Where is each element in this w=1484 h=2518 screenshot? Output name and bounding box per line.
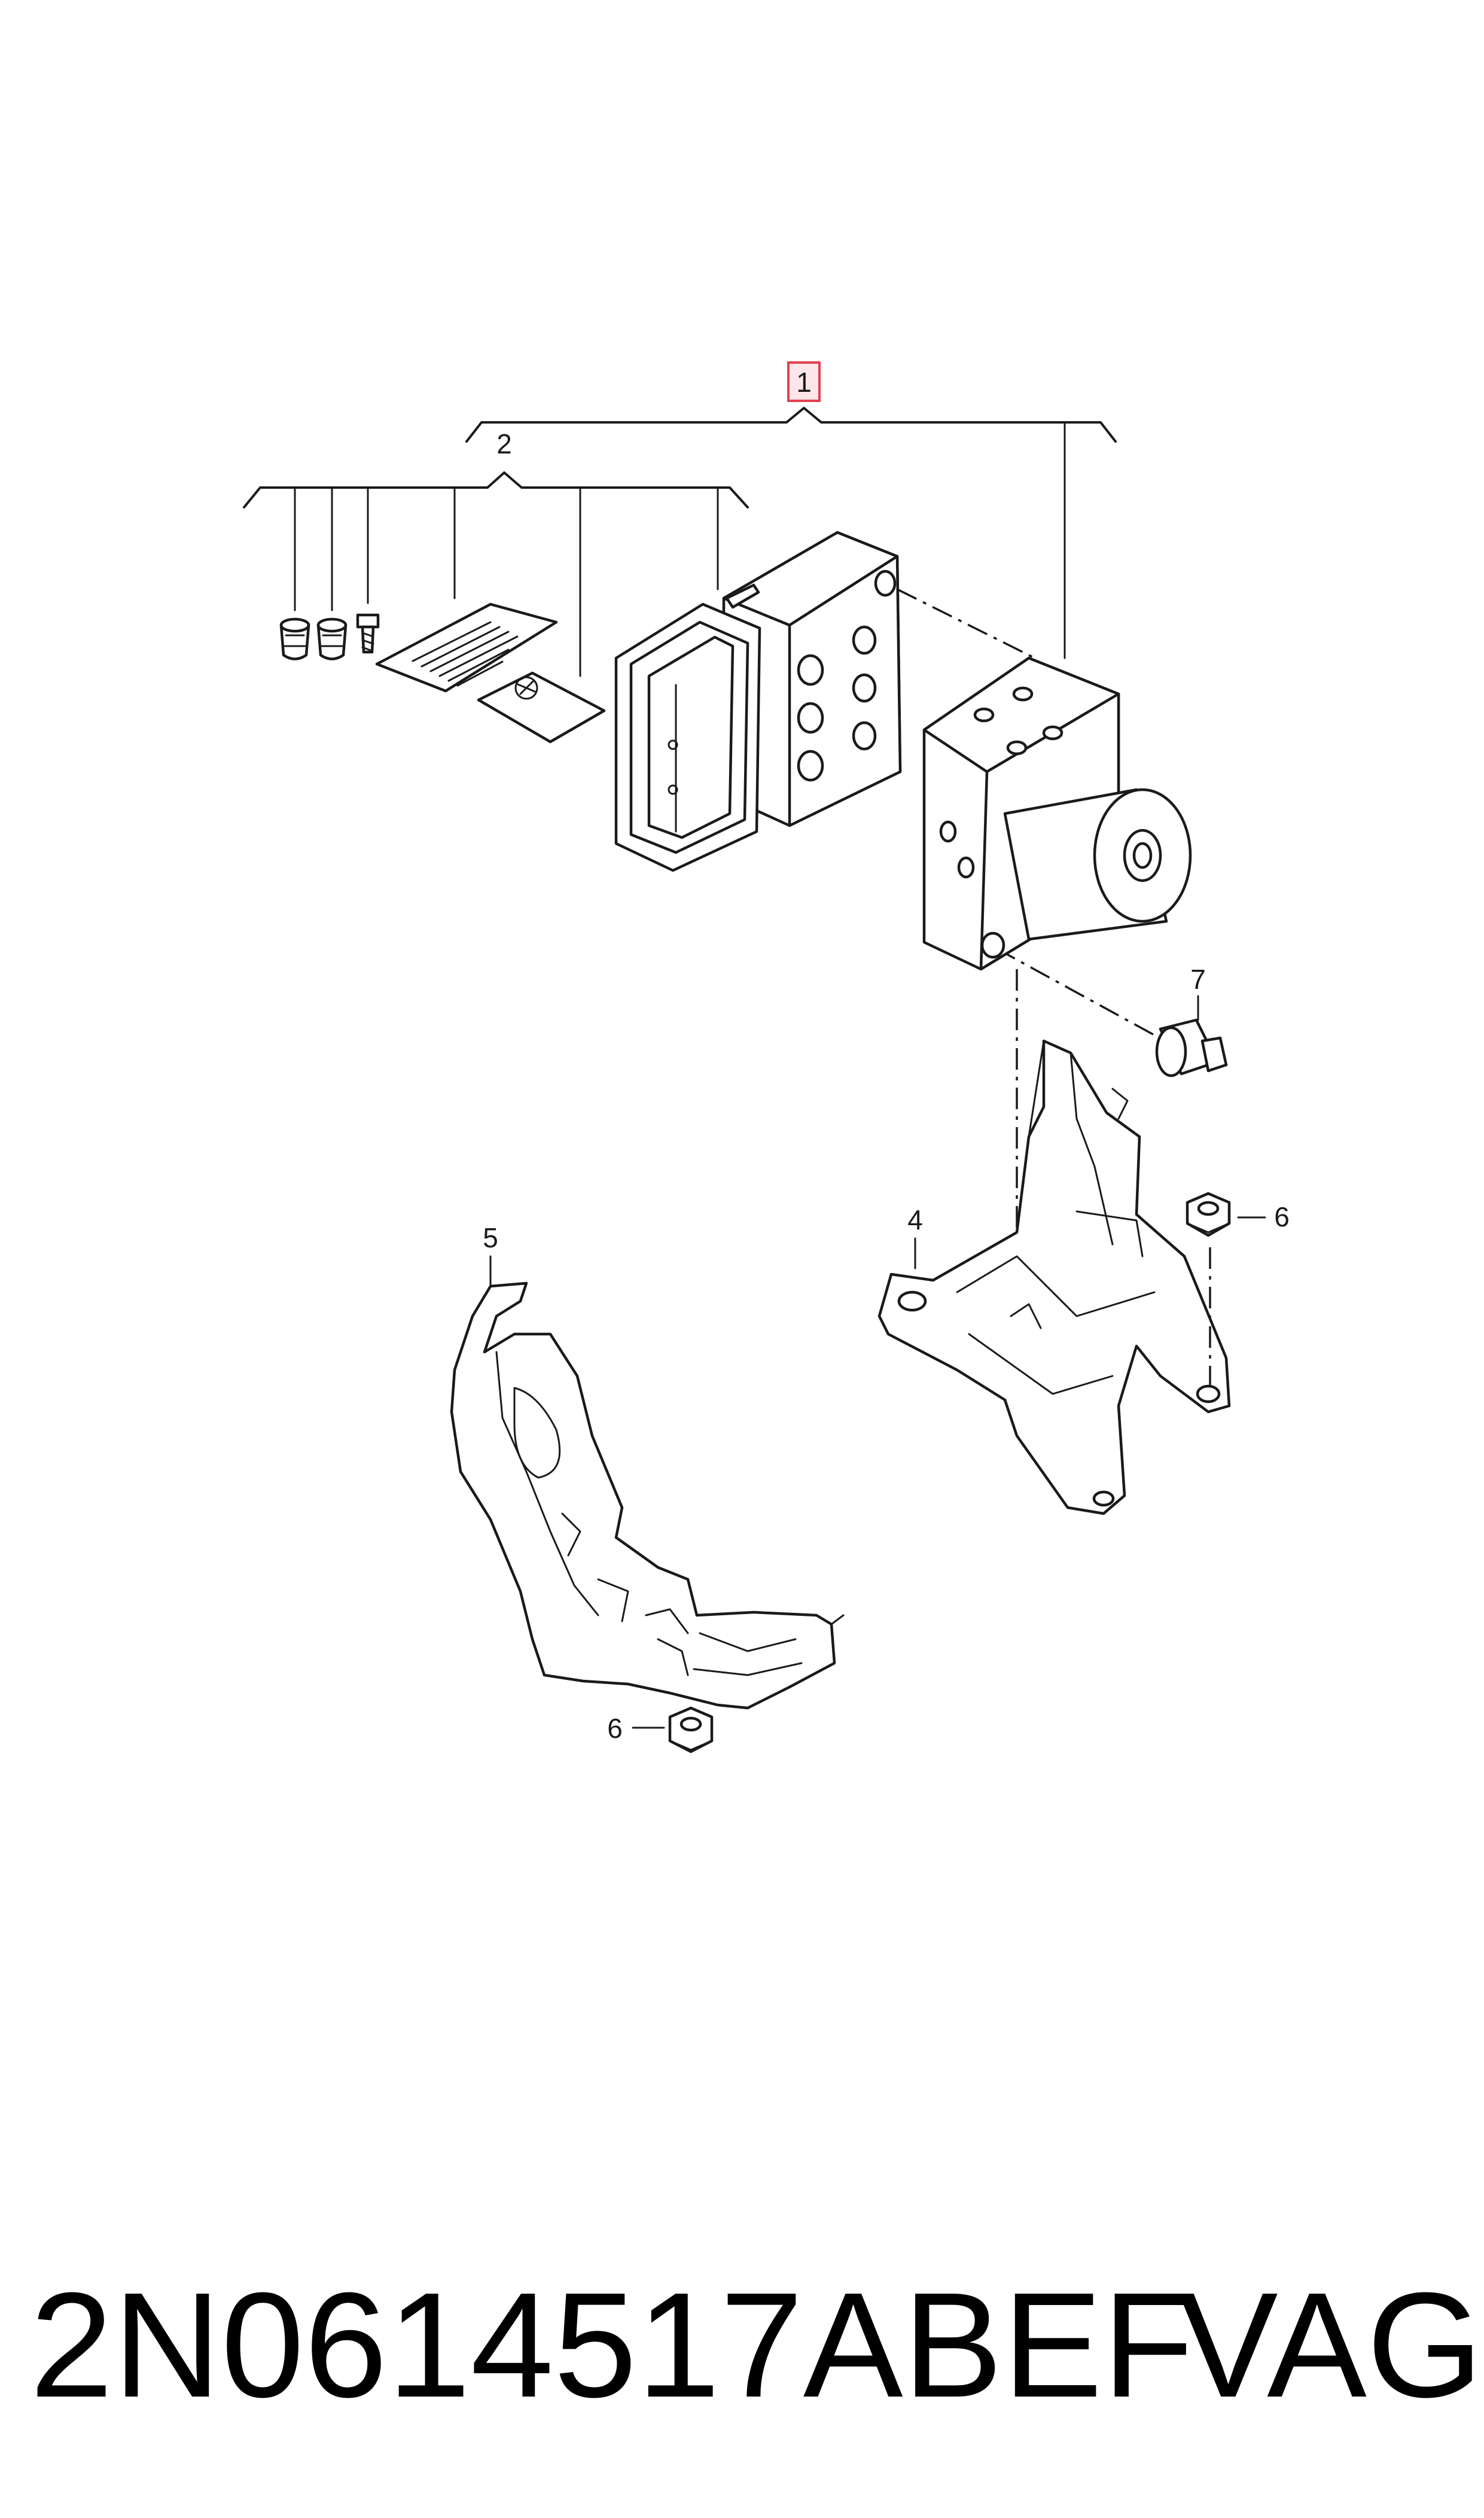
nut-icon [668, 1706, 714, 1753]
callout-5-label: 5 [483, 1222, 498, 1253]
caption: 2N0614517ABEF VAG [30, 2255, 1483, 2435]
callout-4-label: 4 [907, 1204, 923, 1235]
callout-7-label: 7 [1190, 964, 1206, 995]
abs-pump-unit [922, 656, 1192, 971]
callout-6-right-label: 6 [1274, 1201, 1290, 1232]
callout-2-label: 2 [496, 428, 512, 459]
alignment-line [995, 947, 1182, 1051]
callout-1[interactable]: 1 [787, 361, 821, 402]
bolt-icon [279, 617, 310, 660]
instruction-sheet-icon [375, 602, 558, 693]
brand-name: VAG [1178, 2261, 1483, 2428]
callout-1-highlight-box [787, 361, 821, 402]
callout-1-bracket [465, 407, 1117, 443]
alignment-line [897, 588, 1035, 659]
callout-1-label: 1 [796, 367, 812, 398]
label-sticker-icon [477, 671, 606, 744]
callout-6-bottom-label: 6 [607, 1713, 623, 1744]
part-number: 2N0614517ABEF [30, 2261, 1194, 2428]
abs-control-unit [614, 531, 902, 872]
callout-2-leaders [294, 486, 719, 677]
screw-icon [356, 613, 380, 654]
nut-icon [1186, 1192, 1231, 1237]
heat-shield [450, 1281, 845, 1710]
callout-2-bracket [243, 471, 749, 509]
mounting-bracket [877, 1039, 1231, 1515]
bushing-icon [1155, 1018, 1228, 1077]
bolt-icon [316, 617, 348, 660]
